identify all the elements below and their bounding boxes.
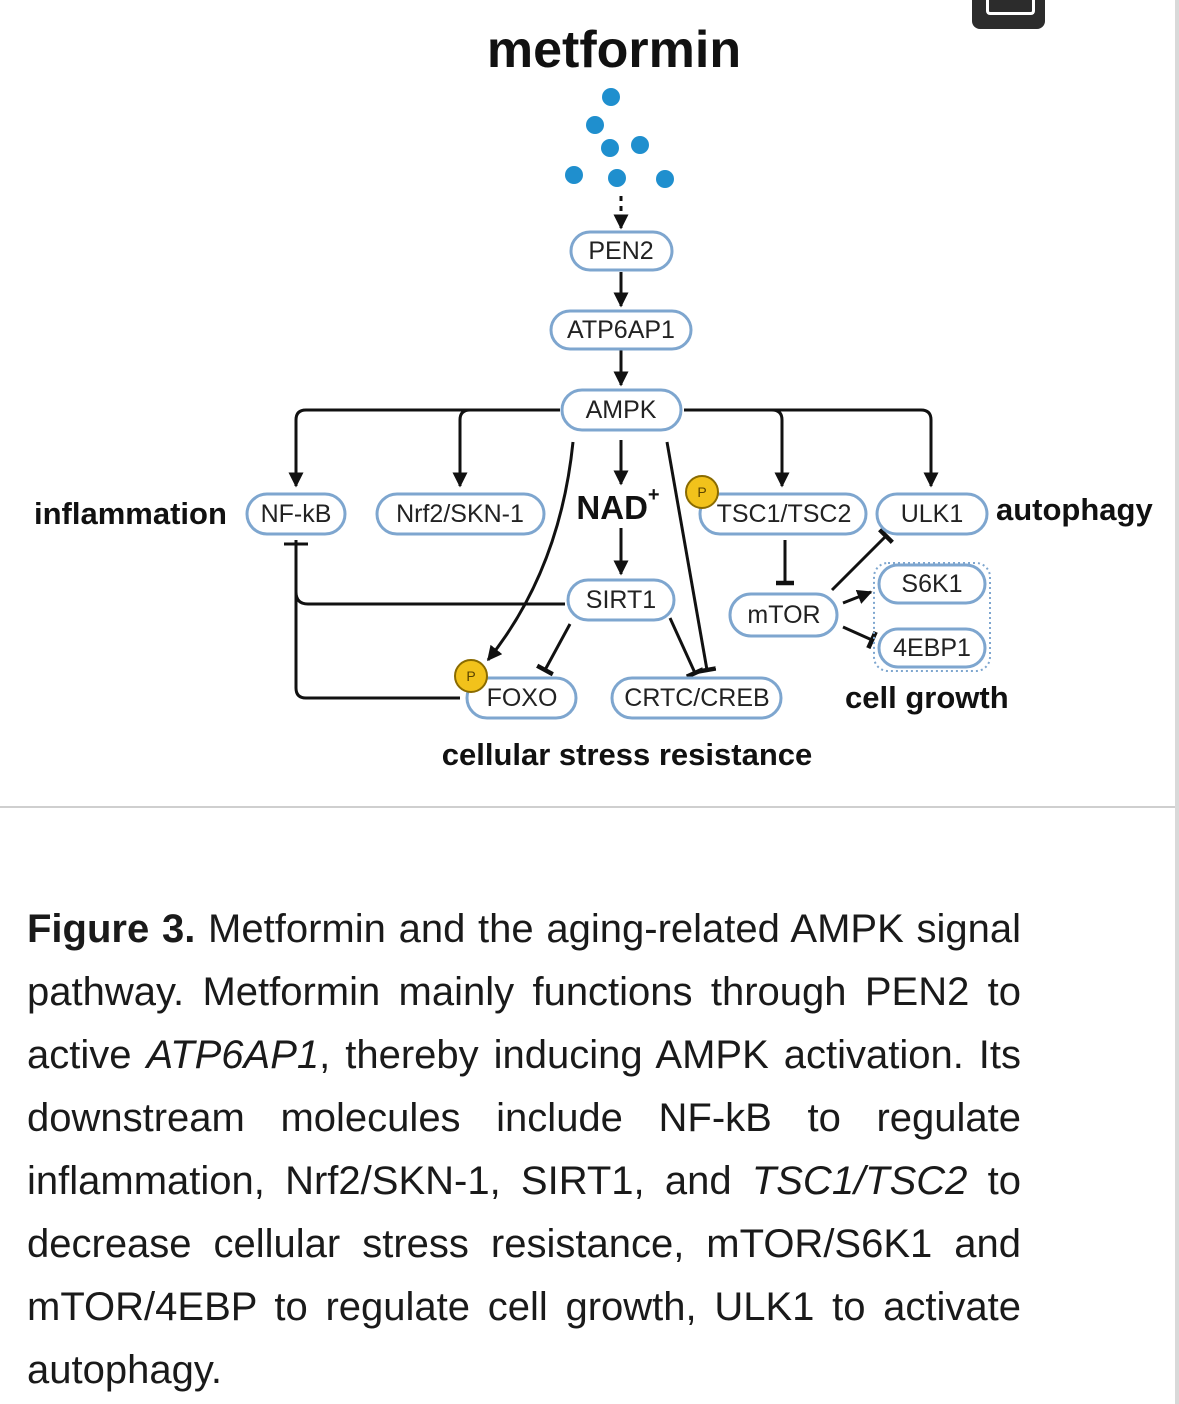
node-sirt1-label: SIRT1 xyxy=(586,586,656,614)
arrow-ampk-nrf2 xyxy=(452,408,471,488)
node-mtor-label: mTOR xyxy=(747,601,820,629)
node-foxo: FOXO xyxy=(465,676,578,720)
figure-divider xyxy=(0,806,1175,808)
diagram-title: metformin xyxy=(487,21,741,79)
node-nfkb-label: NF-kB xyxy=(261,500,332,528)
cell-growth-group xyxy=(873,562,991,672)
pathway-diagram: metformin xyxy=(34,21,1153,772)
node-crtc-label: CRTC/CREB xyxy=(624,684,769,712)
node-ampk: AMPK xyxy=(560,388,683,432)
molecule-dot xyxy=(656,170,674,188)
inhibit-nfkb-foxo xyxy=(294,540,460,700)
caption-italic-atp6ap1: ATP6AP1 xyxy=(146,1033,320,1077)
phospho-badge-foxo: P xyxy=(454,659,488,693)
caption-text-3: to decrease cellular stress resistance, … xyxy=(27,1159,1021,1392)
molecule-dot xyxy=(565,166,583,184)
node-4ebp1-label: 4EBP1 xyxy=(893,634,971,662)
node-ulk1: ULK1 xyxy=(875,492,989,536)
caption-text-1: Metformin and the aging-related AMPK sig… xyxy=(27,907,1022,1077)
node-sirt1: SIRT1 xyxy=(566,578,676,622)
inhibit-nfkb-sirt1 xyxy=(294,591,565,606)
inhibit-sirt1-crtc xyxy=(668,617,705,679)
molecule-dot xyxy=(601,139,619,157)
node-s6k1: S6K1 xyxy=(877,563,987,605)
inhibit-mtor-4ebp1 xyxy=(842,625,878,650)
node-nrf2-label: Nrf2/SKN-1 xyxy=(396,500,524,528)
molecule-dot xyxy=(602,88,620,106)
label-inflammation: inflammation xyxy=(34,496,227,531)
node-mtor: mTOR xyxy=(728,592,839,638)
arrow-ampk-ulk1 xyxy=(772,408,939,488)
arrow-ampk-nfkb xyxy=(288,408,560,488)
molecule-dot xyxy=(631,136,649,154)
node-nad: NAD+ xyxy=(576,484,659,526)
arrow-mtor-s6k1 xyxy=(842,589,873,605)
node-4ebp1: 4EBP1 xyxy=(877,627,987,669)
inhibit-ampk-crtc xyxy=(665,441,717,674)
node-ulk1-label: ULK1 xyxy=(901,500,964,528)
arrow-ampk-tsc xyxy=(684,408,790,488)
page-edge xyxy=(1175,0,1179,1404)
fullscreen-button[interactable] xyxy=(972,0,1045,29)
node-tsc: TSC1/TSC2 xyxy=(698,492,868,536)
label-autophagy: autophagy xyxy=(996,492,1153,527)
node-nad-superscript: + xyxy=(648,484,660,506)
phospho-badge-foxo-label: P xyxy=(466,668,475,684)
node-atp6ap1: ATP6AP1 xyxy=(549,309,693,351)
node-nad-label: NAD+ xyxy=(576,484,659,526)
label-cell-growth: cell growth xyxy=(845,680,1009,715)
molecule-dot xyxy=(608,169,626,187)
node-ampk-label: AMPK xyxy=(586,396,657,424)
figure-caption: Figure 3. Metformin and the aging-relate… xyxy=(27,898,1021,1402)
node-nrf2: Nrf2/SKN-1 xyxy=(375,492,546,536)
molecule-dot xyxy=(586,116,604,134)
inhibit-sirt1-foxo xyxy=(536,623,572,677)
inhibit-mtor-ulk1 xyxy=(830,528,894,592)
node-crtc: CRTC/CREB xyxy=(610,676,783,720)
metformin-molecules xyxy=(565,88,674,188)
caption-figure-label: Figure 3. xyxy=(27,907,196,951)
node-foxo-label: FOXO xyxy=(487,684,558,712)
caption-italic-tsc: TSC1/TSC2 xyxy=(751,1159,968,1203)
pathway-connectors xyxy=(284,196,939,700)
phospho-badge-tsc-label: P xyxy=(697,484,706,500)
node-tsc-label: TSC1/TSC2 xyxy=(717,500,852,528)
node-s6k1-label: S6K1 xyxy=(901,570,962,598)
caption-text-2: , thereby inducing AMPK activation. Its … xyxy=(27,1033,1022,1203)
arrow-ampk-foxo xyxy=(486,441,575,662)
phospho-badge-tsc: P xyxy=(685,475,719,509)
node-atp6ap1-label: ATP6AP1 xyxy=(567,316,675,344)
node-nfkb: NF-kB xyxy=(245,492,347,536)
node-pen2: PEN2 xyxy=(569,230,674,272)
node-pen2-label: PEN2 xyxy=(588,237,653,265)
figure-area: metformin xyxy=(34,21,1154,772)
label-stress-resistance: cellular stress resistance xyxy=(442,737,813,772)
